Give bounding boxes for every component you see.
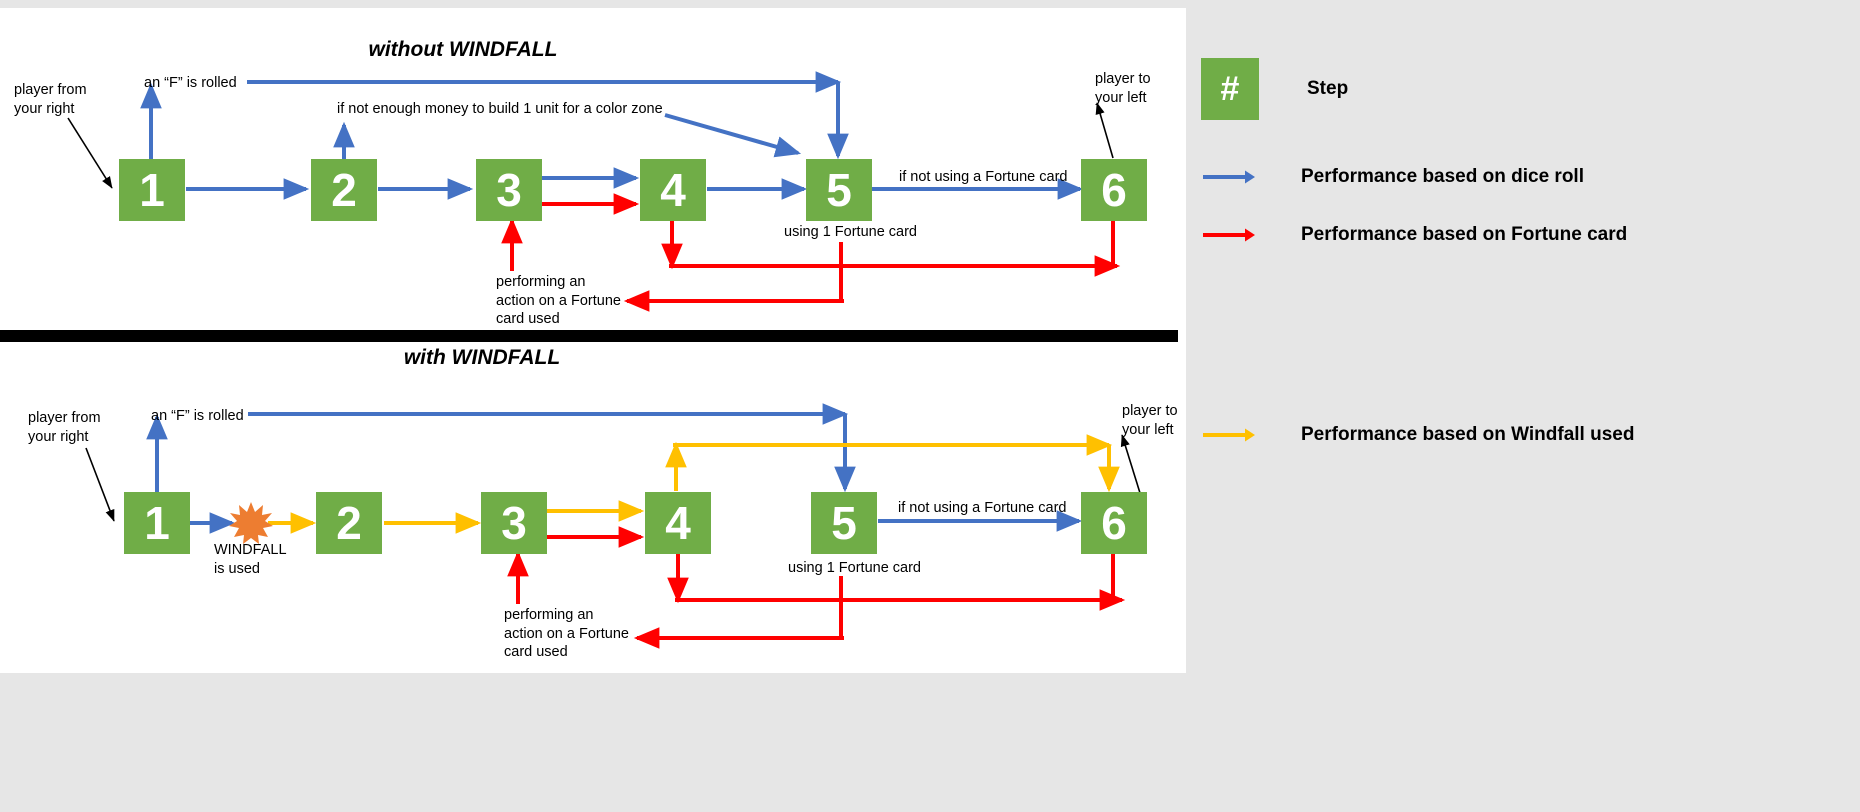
step-box-5-top[interactable]: 5	[806, 159, 872, 221]
step-box-3-top[interactable]: 3	[476, 159, 542, 221]
step-box-6-top[interactable]: 6	[1081, 159, 1147, 221]
label-performing-action-top: performing an action on a Fortune card u…	[496, 274, 621, 328]
windfall-burst-icon	[229, 502, 273, 544]
label-f-is-rolled-bottom: an “F” is rolled	[151, 408, 244, 424]
legend-panel: # Step Performance based on dice roll Pe…	[1196, 0, 1860, 812]
legend-row-windfall: Performance based on Windfall used	[1201, 424, 1634, 446]
label-using-1-fortune-bottom: using 1 Fortune card	[788, 560, 921, 576]
pointer-player-from-right-bottom	[85, 447, 115, 522]
label-if-not-using-fortune-top: if not using a Fortune card	[899, 169, 1068, 185]
yellow-arrow-icon	[1203, 428, 1255, 442]
legend-row-dice-roll: Performance based on dice roll	[1201, 166, 1584, 188]
step-box-2-top[interactable]: 2	[311, 159, 377, 221]
step-box-5-bottom[interactable]: 5	[811, 492, 877, 554]
step-box-4-top[interactable]: 4	[640, 159, 706, 221]
legend-step-label: Step	[1307, 78, 1349, 99]
step-box-1-top[interactable]: 1	[119, 159, 185, 221]
legend-step-symbol: #	[1201, 58, 1259, 120]
label-player-from-right-top: player from your right	[14, 82, 87, 117]
label-windfall-is-used: WINDFALL is used	[214, 542, 287, 577]
pointer-player-to-left-bottom	[1120, 434, 1141, 494]
title-with-windfall: with WINDFALL	[403, 346, 561, 369]
legend-label-windfall: Performance based on Windfall used	[1301, 424, 1635, 445]
section-divider	[0, 330, 1178, 342]
legend-row-step: # Step	[1201, 58, 1348, 120]
blue-arrow-icon	[1203, 170, 1255, 184]
label-if-not-using-fortune-bottom: if not using a Fortune card	[898, 500, 1067, 516]
legend-row-fortune-card: Performance based on Fortune card	[1201, 224, 1627, 246]
flow-edges	[67, 71, 1141, 649]
step-box-2-bottom[interactable]: 2	[316, 492, 382, 554]
step-box-4-bottom[interactable]: 4	[645, 492, 711, 554]
title-without-windfall: without WINDFALL	[368, 38, 558, 61]
legend-label-dice-roll: Performance based on dice roll	[1301, 166, 1584, 187]
label-not-enough-money-top: if not enough money to build 1 unit for …	[337, 101, 663, 117]
step-box-1-bottom[interactable]: 1	[124, 492, 190, 554]
step-box-6-bottom[interactable]: 6	[1081, 492, 1147, 554]
label-f-is-rolled-top: an “F” is rolled	[144, 75, 237, 91]
label-player-to-left-bottom: player to your left	[1122, 403, 1178, 438]
label-player-from-right-bottom: player from your right	[28, 410, 101, 445]
legend-label-fortune-card: Performance based on Fortune card	[1301, 224, 1628, 245]
edge-no-money-diagonal	[664, 113, 802, 158]
red-arrow-icon	[1203, 228, 1255, 242]
label-using-1-fortune-top: using 1 Fortune card	[784, 224, 917, 240]
step-box-3-bottom[interactable]: 3	[481, 492, 547, 554]
pointer-player-from-right-top	[67, 117, 113, 189]
label-performing-action-bottom: performing an action on a Fortune card u…	[504, 607, 629, 661]
diagrams-panel: without WINDFALL player from your right …	[0, 8, 1186, 673]
pointer-player-to-left-top	[1095, 102, 1114, 159]
label-player-to-left-top: player to your left	[1095, 71, 1151, 106]
